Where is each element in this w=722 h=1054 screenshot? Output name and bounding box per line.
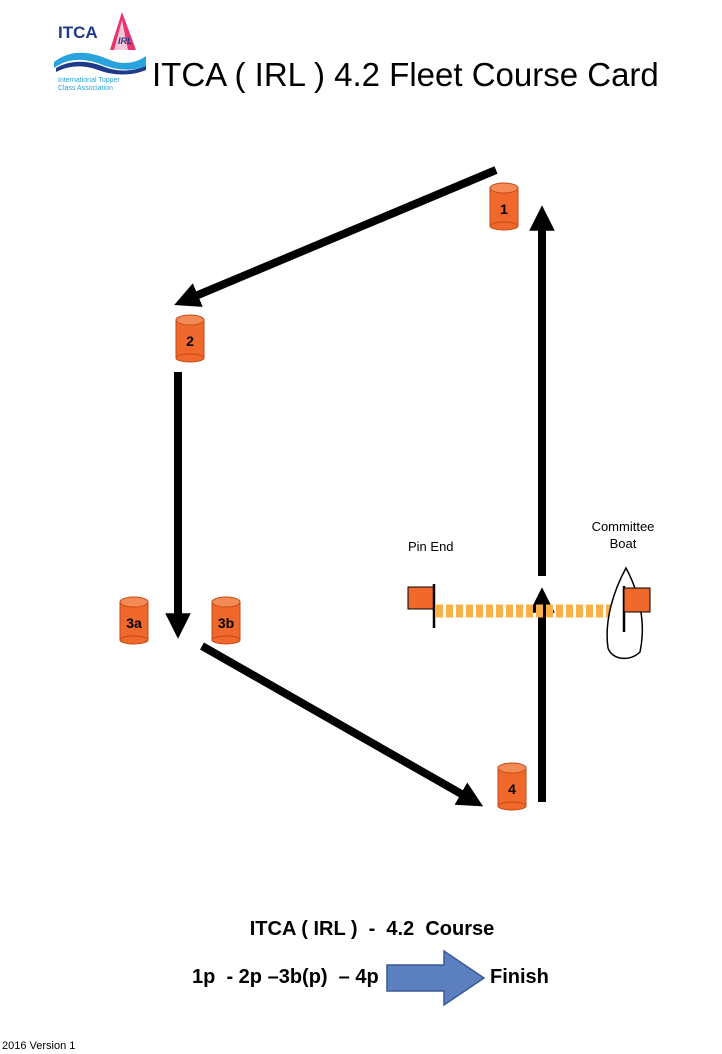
logo-wave bbox=[54, 52, 146, 70]
pin-end-flag bbox=[407, 584, 436, 628]
mark-2-label: 2 bbox=[186, 333, 194, 349]
course-sequence: 1p - 2p –3b(p) – 4p bbox=[192, 966, 379, 988]
mark-1-buoy: 1 bbox=[489, 182, 519, 231]
mark-4-buoy: 4 bbox=[497, 762, 527, 811]
logo-caption-1: International Topper bbox=[58, 77, 120, 84]
mark-4-label: 4 bbox=[508, 781, 516, 797]
mark-2-buoy: 2 bbox=[175, 314, 205, 363]
course-title: ITCA ( IRL ) - 4.2 Course bbox=[249, 918, 495, 940]
finish-arrow-icon bbox=[386, 949, 486, 1007]
mark-1-label: 1 bbox=[500, 201, 508, 217]
mark-3b-label: 3b bbox=[218, 615, 234, 631]
mark-3b-buoy: 3b bbox=[211, 596, 241, 645]
committee-boat bbox=[606, 566, 651, 660]
pin-end-label: Pin End bbox=[408, 539, 454, 554]
committee-boat-label-1: Committee bbox=[592, 519, 655, 534]
mark-3a-buoy: 3a bbox=[119, 596, 149, 645]
logo-wave-dark bbox=[56, 61, 146, 75]
committee-boat-label-2: Boat bbox=[610, 536, 637, 551]
finish-label: Finish bbox=[490, 966, 549, 988]
mark-3a-label: 3a bbox=[126, 615, 142, 631]
logo-sail-white bbox=[114, 20, 128, 50]
version-footer: 2016 Version 1 bbox=[2, 1040, 76, 1052]
logo-sail-text: IRL bbox=[118, 36, 133, 46]
leg-3-to-4 bbox=[200, 642, 484, 807]
logo-acronym: ITCA bbox=[58, 23, 98, 42]
course-legs bbox=[165, 166, 555, 807]
itca-logo: IRL ITCA International Topper Class Asso… bbox=[54, 12, 146, 92]
leg-1-to-2 bbox=[174, 166, 498, 307]
page-title: ITCA ( IRL ) 4.2 Fleet Course Card bbox=[152, 56, 659, 93]
logo-caption-2: Class Association bbox=[58, 85, 113, 92]
